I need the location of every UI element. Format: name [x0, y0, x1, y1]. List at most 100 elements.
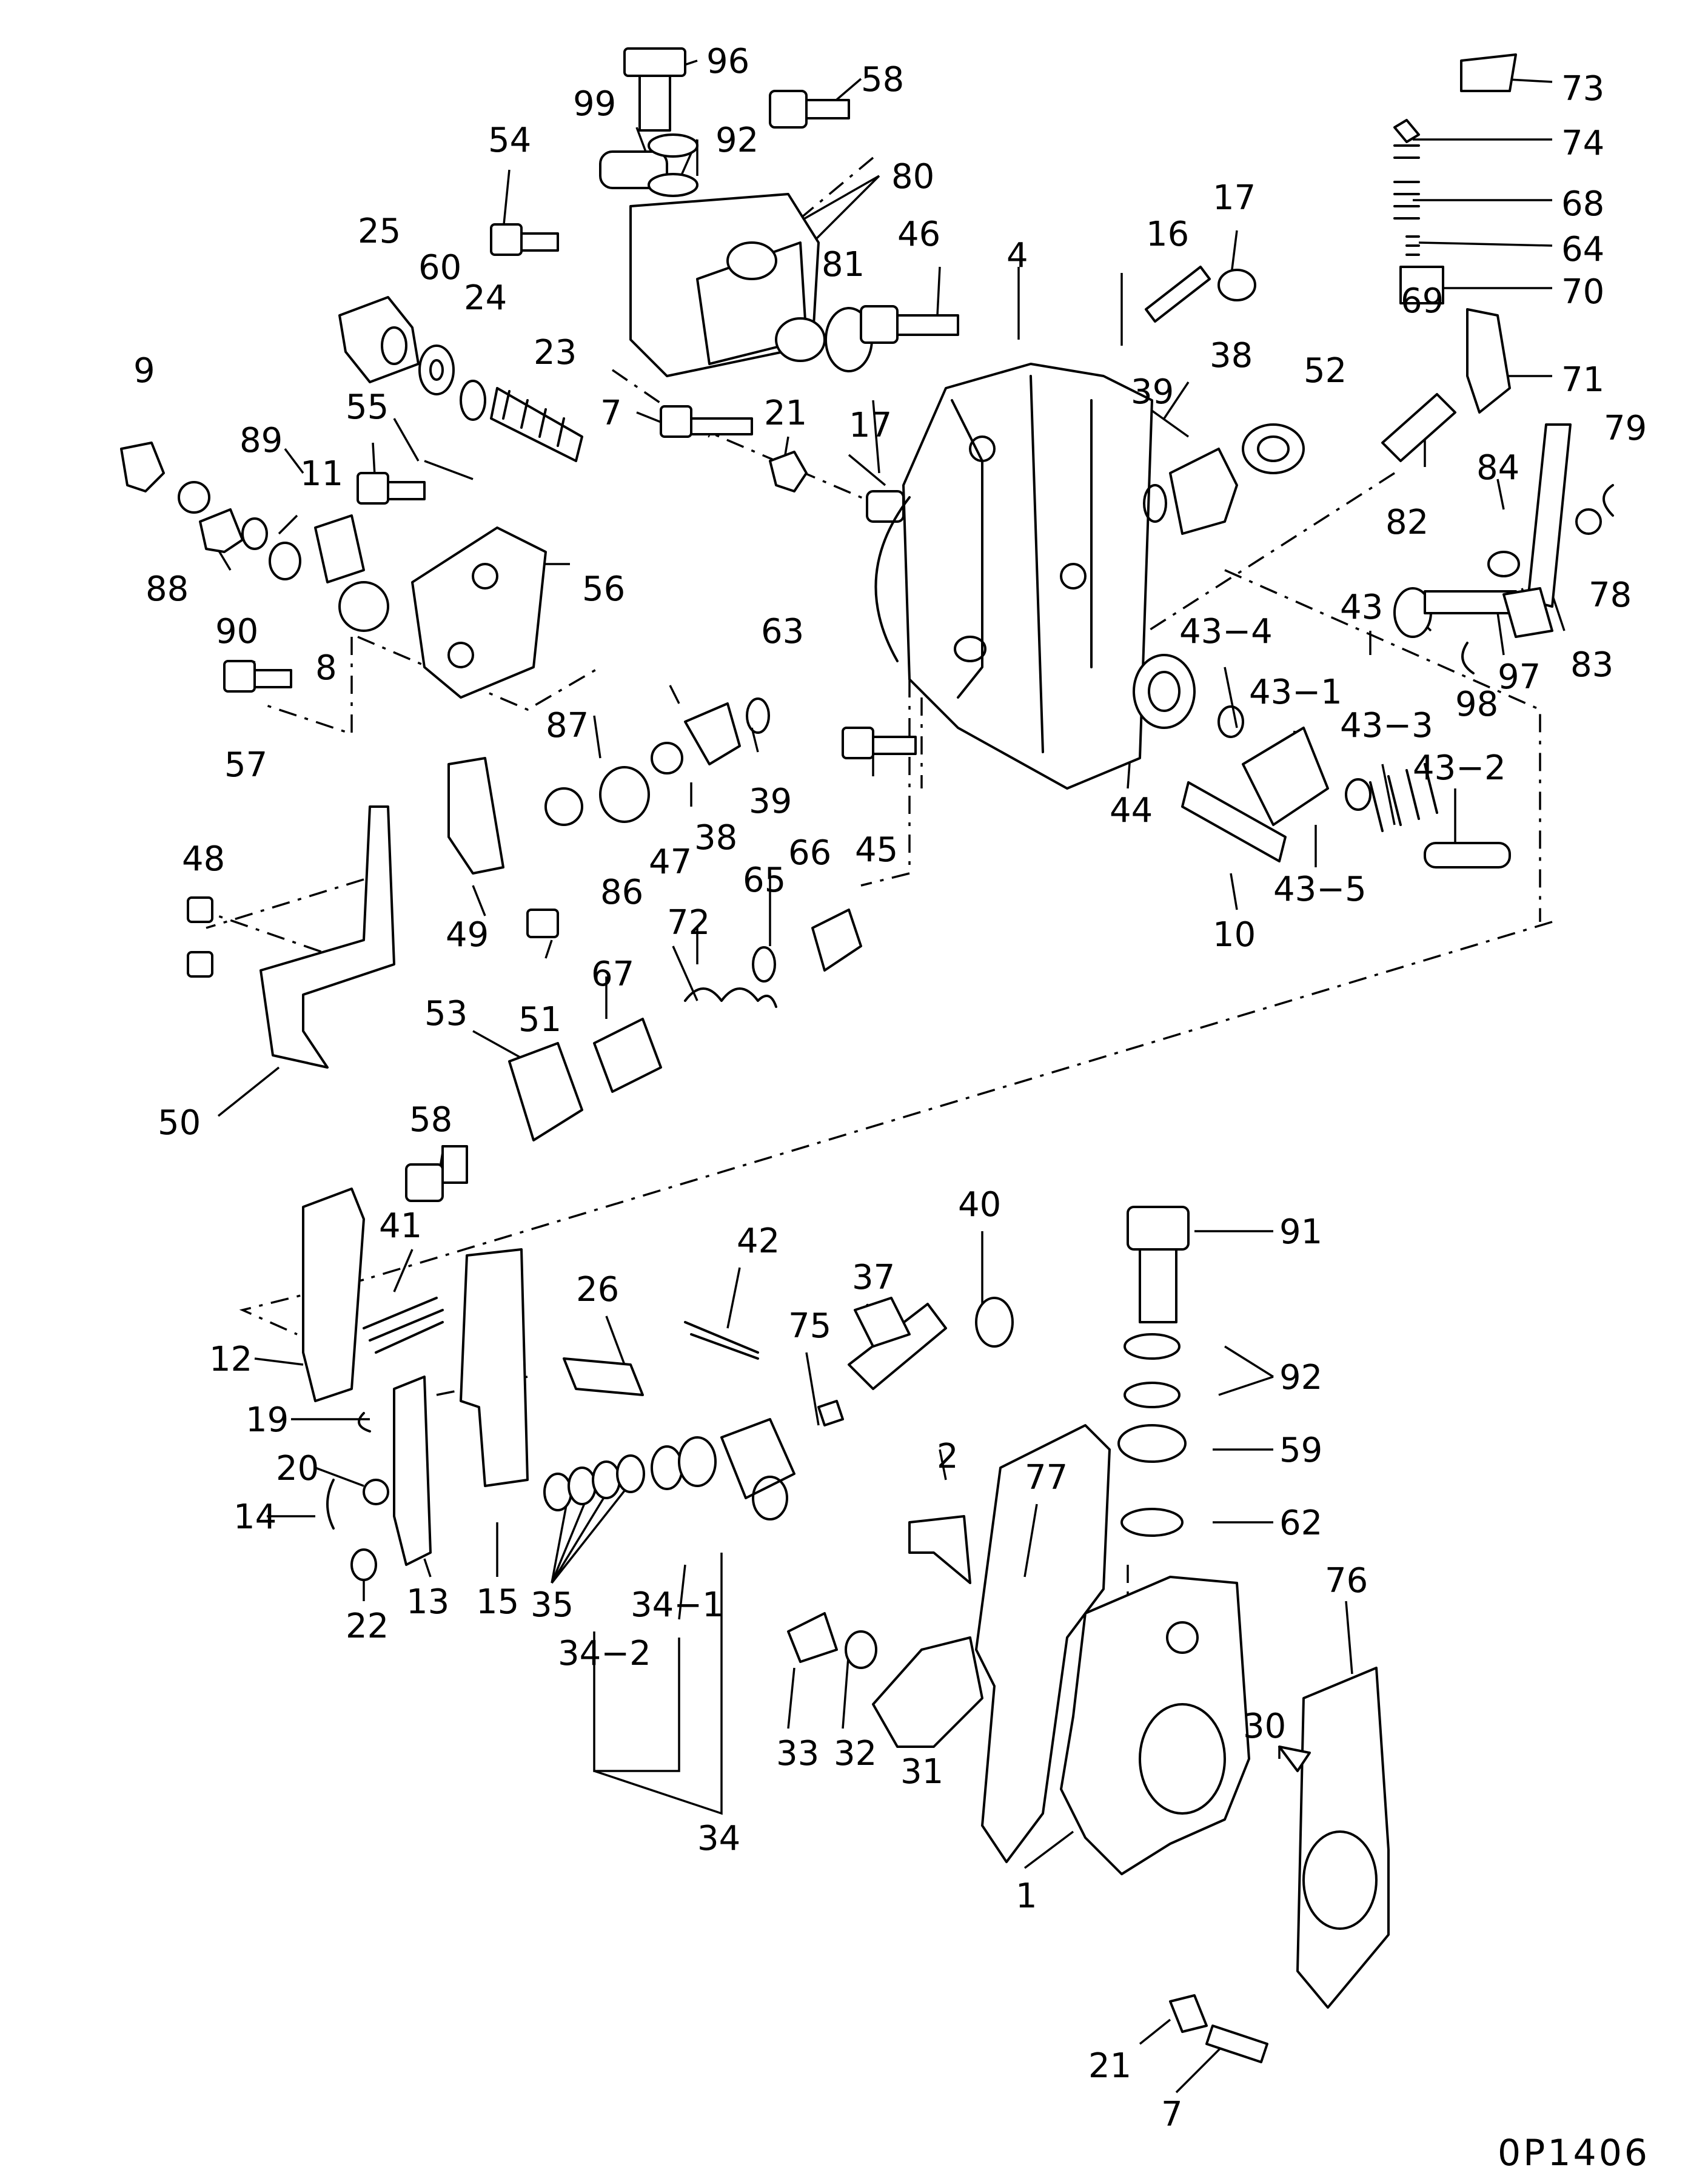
label-82: 82 [1385, 503, 1428, 542]
label-32: 32 [834, 1734, 877, 1773]
label-11: 11 [300, 454, 343, 494]
label-47: 47 [649, 842, 692, 882]
label-16: 16 [1146, 215, 1189, 254]
label-92: 92 [1279, 1358, 1322, 1397]
label-17: 17 [1213, 178, 1256, 218]
label-89: 89 [239, 421, 283, 460]
label-44: 44 [1110, 791, 1153, 830]
label-59: 59 [1279, 1431, 1322, 1470]
label-37: 37 [852, 1258, 895, 1297]
label-48: 48 [182, 839, 225, 879]
label-65: 65 [743, 861, 786, 900]
label-40: 40 [958, 1185, 1001, 1225]
label-43-1: 43−1 [1249, 673, 1342, 712]
label-52: 52 [1304, 351, 1347, 391]
label-97: 97 [1498, 657, 1541, 697]
label-21: 21 [764, 394, 807, 433]
label-12: 12 [209, 1340, 252, 1379]
label-72: 72 [667, 903, 710, 942]
label-81: 81 [822, 245, 865, 284]
label-38: 38 [1210, 336, 1253, 375]
label-78: 78 [1589, 576, 1632, 615]
label-1: 1 [1016, 1877, 1037, 1916]
label-43-2: 43−2 [1413, 748, 1506, 788]
label-34: 34 [697, 1819, 740, 1858]
label-43-5: 43−5 [1273, 870, 1367, 909]
label-62: 62 [1279, 1504, 1322, 1543]
label-91: 91 [1279, 1212, 1322, 1252]
label-84: 84 [1476, 448, 1519, 488]
label-35: 35 [531, 1585, 574, 1625]
label-70: 70 [1561, 272, 1604, 312]
label-68: 68 [1561, 184, 1604, 224]
label-43-3: 43−3 [1340, 706, 1433, 745]
label-66: 66 [788, 833, 831, 873]
label-50: 50 [158, 1103, 201, 1143]
label-92: 92 [715, 121, 759, 160]
label-69: 69 [1401, 281, 1444, 321]
label-38: 38 [694, 818, 737, 858]
label-58: 58 [861, 60, 904, 99]
parts-lower [302, 1145, 1390, 2063]
label-22: 22 [346, 1607, 389, 1646]
label-83: 83 [1570, 645, 1613, 685]
label-43: 43 [1340, 588, 1383, 627]
label-51: 51 [518, 1000, 561, 1040]
label-88: 88 [146, 570, 189, 609]
part-labels: 96 58 99 92 80 54 25 60 24 23 81 46 4 16… [133, 42, 1647, 2134]
label-20: 20 [276, 1449, 319, 1488]
label-2: 2 [937, 1437, 959, 1476]
label-64: 64 [1561, 230, 1604, 269]
label-98: 98 [1455, 685, 1498, 724]
parts-upper [120, 47, 1614, 1141]
label-7: 7 [600, 394, 622, 433]
label-24: 24 [464, 278, 507, 318]
label-49: 49 [446, 915, 489, 955]
label-21: 21 [1088, 2046, 1131, 2086]
label-74: 74 [1561, 124, 1604, 163]
label-19: 19 [246, 1400, 289, 1440]
label-90: 90 [215, 612, 258, 651]
label-23: 23 [534, 333, 577, 372]
label-54: 54 [488, 121, 531, 160]
label-4: 4 [1006, 236, 1028, 275]
label-15: 15 [476, 1582, 519, 1622]
label-14: 14 [233, 1497, 276, 1537]
label-96: 96 [706, 42, 749, 81]
label-31: 31 [900, 1752, 943, 1792]
label-57: 57 [224, 745, 267, 785]
label-7: 7 [1161, 2095, 1183, 2134]
label-42: 42 [737, 1221, 780, 1261]
label-63: 63 [761, 612, 804, 651]
label-86: 86 [600, 873, 643, 912]
label-46: 46 [897, 215, 940, 254]
label-39: 39 [749, 782, 792, 821]
label-60: 60 [418, 248, 461, 287]
label-67: 67 [591, 955, 634, 994]
label-30: 30 [1243, 1707, 1286, 1746]
label-10: 10 [1213, 915, 1256, 955]
label-25: 25 [358, 212, 401, 251]
label-80: 80 [891, 157, 934, 197]
label-55: 55 [346, 388, 389, 427]
diagram-code: 0P1406 [1498, 2132, 1650, 2174]
label-9: 9 [133, 351, 155, 391]
label-58: 58 [409, 1100, 452, 1140]
label-73: 73 [1561, 69, 1604, 109]
label-17: 17 [849, 406, 892, 445]
label-34-1: 34−1 [631, 1585, 724, 1625]
label-76: 76 [1325, 1561, 1368, 1601]
label-8: 8 [315, 648, 337, 688]
label-41: 41 [379, 1206, 422, 1246]
label-77: 77 [1025, 1458, 1068, 1497]
label-53: 53 [424, 994, 467, 1033]
label-87: 87 [546, 706, 589, 745]
label-43-4: 43−4 [1179, 612, 1273, 651]
label-34-2: 34−2 [558, 1634, 651, 1673]
label-39: 39 [1131, 372, 1174, 412]
label-26: 26 [576, 1270, 619, 1309]
label-75: 75 [788, 1306, 831, 1346]
label-45: 45 [855, 830, 898, 870]
label-79: 79 [1604, 409, 1647, 448]
